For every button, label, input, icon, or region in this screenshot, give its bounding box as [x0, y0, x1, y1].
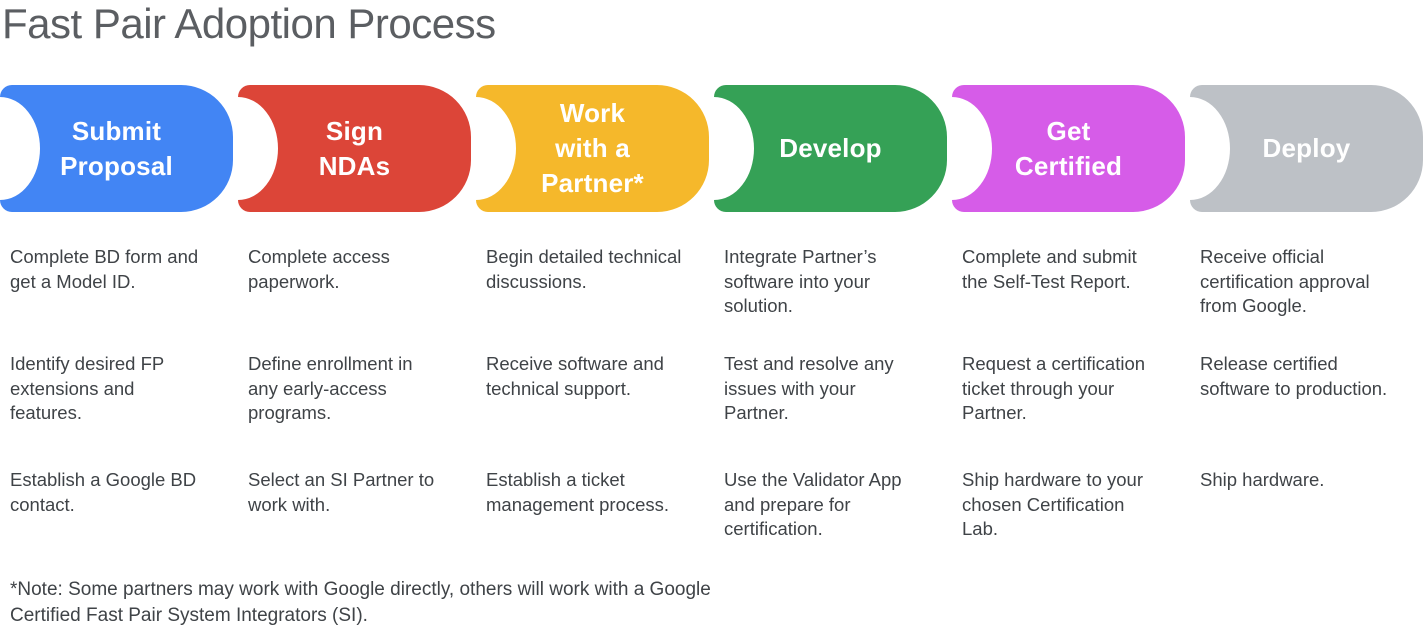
stage-sign-ndas: Sign NDAs	[238, 85, 471, 212]
step-text: Request a certification ticket through y…	[962, 353, 1146, 423]
step-text: Use the Validator App and prepare for ce…	[724, 469, 902, 539]
step-text: Complete BD form and get a Model ID.	[10, 246, 199, 292]
stage-label: Deploy	[1262, 133, 1351, 163]
stage-submit-proposal: Submit Proposal	[0, 85, 233, 212]
stage-chevron-shape	[714, 85, 947, 212]
stage-label-wrap: Get Certified	[952, 85, 1185, 212]
step-text: Test and resolve any issues with your Pa…	[724, 353, 894, 423]
stage-shape-fill	[1190, 85, 1423, 212]
stage-chevron-shape	[0, 85, 233, 212]
stage-chevron-shape	[238, 85, 471, 212]
stage-chevron-shape	[476, 85, 709, 212]
step-text: Define enrollment in any early-access pr…	[248, 353, 413, 423]
step-text: Complete access paperwork.	[248, 246, 390, 292]
stage-deploy: Deploy	[1190, 85, 1423, 212]
step-text: Begin detailed technical discussions.	[486, 246, 682, 292]
step-text: Establish a ticket management process.	[486, 469, 670, 515]
stage-shape-fill	[952, 85, 1185, 212]
stage-descriptions-grid: Complete BD form and get a Model ID. Ide…	[0, 240, 1423, 542]
stage-label: Develop	[779, 133, 882, 163]
stage-chevron-shape	[952, 85, 1185, 212]
step-text: Receive software and technical support.	[486, 353, 664, 399]
stage-label-wrap: Sign NDAs	[238, 85, 471, 212]
page-title: Fast Pair Adoption Process	[2, 0, 496, 47]
stage-chevron-shape	[1190, 85, 1423, 212]
stage-label: Work with a Partner*	[541, 98, 644, 198]
footnote: *Note: Some partners may work with Googl…	[10, 579, 711, 626]
step-text: Establish a Google BD contact.	[10, 469, 197, 515]
step-text: Select an SI Partner to work with.	[248, 469, 435, 515]
stage-shape-fill	[476, 85, 709, 212]
step-text: Release certified software to production…	[1200, 353, 1388, 399]
stage-work-with-partner: Work with a Partner*	[476, 85, 709, 212]
stage-label-wrap: Deploy	[1190, 85, 1423, 212]
stage-label: Sign NDAs	[318, 115, 391, 181]
step-text: Receive official certification approval …	[1200, 246, 1370, 316]
stage-label-wrap: Submit Proposal	[0, 85, 233, 212]
stage-label: Submit Proposal	[60, 115, 173, 181]
stage-shape-fill	[238, 85, 471, 212]
step-text: Ship hardware to your chosen Certificati…	[962, 469, 1143, 539]
stage-get-certified: Get Certified	[952, 85, 1185, 212]
step-text: Ship hardware.	[1200, 469, 1325, 490]
stage-label: Get Certified	[1014, 115, 1123, 181]
stage-develop: Develop	[714, 85, 947, 212]
process-stage-row: Submit Proposal Sign NDAs Work with a Pa…	[0, 85, 1423, 212]
step-text: Integrate Partner’s software into your s…	[724, 246, 877, 316]
stage-label-wrap: Work with a Partner*	[476, 85, 709, 212]
stage-shape-fill	[0, 85, 233, 212]
step-text: Complete and submit the Self-Test Report…	[962, 246, 1137, 292]
stage-shape-fill	[714, 85, 947, 212]
step-text: Identify desired FP extensions and featu…	[10, 353, 164, 423]
stage-label-wrap: Develop	[714, 85, 947, 212]
